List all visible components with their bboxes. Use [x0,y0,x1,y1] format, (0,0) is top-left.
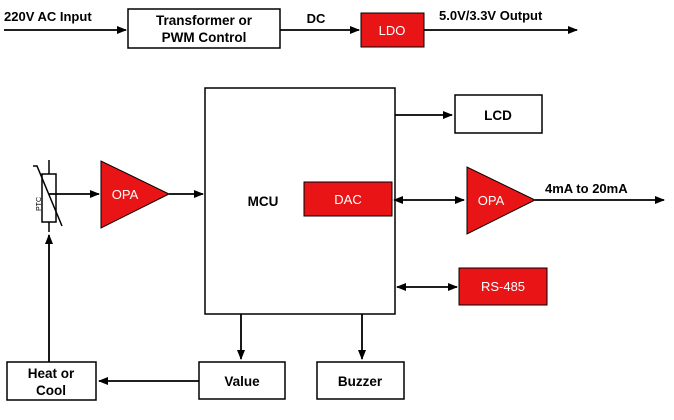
lcd-label: LCD [484,108,512,123]
value-label: Value [224,374,260,389]
dac-label: DAC [334,192,361,207]
ptc-slash [33,165,63,227]
dc-label: DC [307,11,326,26]
rs485-label: RS-485 [481,279,525,294]
heat-cool-label-line2: Cool [36,383,66,398]
opa-input-triangle [100,160,171,229]
opa-output-triangle [466,166,537,235]
output-voltage-label: 5.0V/3.3V Output [439,8,543,23]
dac-block [303,181,393,217]
transformer-label-line2: PWM Control [162,30,247,45]
opa-output-label: OPA [478,193,505,208]
current-output-label: 4mA to 20mA [545,181,628,196]
heat-cool-block [6,361,97,401]
buzzer-label: Buzzer [338,374,383,389]
ldo-label: LDO [379,23,406,38]
ptc-label: PTC [36,197,43,211]
opa-input-label: OPA [112,187,139,202]
transformer-block [127,8,281,49]
ac-input-label: 220V AC Input [4,9,92,24]
value-block [198,361,286,400]
rs485-block [458,267,548,306]
lcd-block [454,94,543,134]
heat-cool-label-line1: Heat or [28,366,75,381]
buzzer-block [316,361,405,400]
transformer-label-line1: Transformer or [156,13,253,28]
ldo-block [360,12,425,48]
mcu-label: MCU [248,194,279,209]
